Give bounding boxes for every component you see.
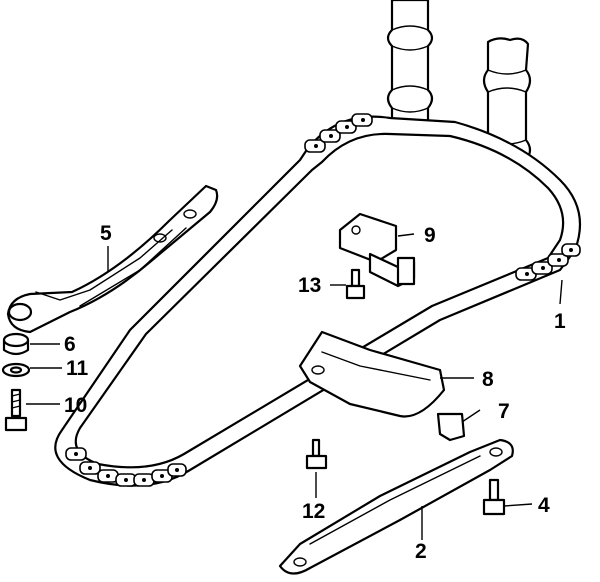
chain-links-top <box>304 113 373 153</box>
callout-11: 11 <box>66 357 89 380</box>
leader-lines <box>26 233 563 540</box>
callout-4: 4 <box>538 494 550 517</box>
callout-5: 5 <box>100 222 112 245</box>
callout-9: 9 <box>424 224 436 247</box>
timing-chain <box>54 113 582 487</box>
callout-10: 10 <box>64 394 87 417</box>
chain-guide <box>298 330 446 418</box>
lower-chain-guide <box>278 438 514 575</box>
tensioner-arm-bolt <box>4 388 28 432</box>
callout-13: 13 <box>298 274 321 297</box>
callout-6: 6 <box>64 333 76 356</box>
callout-8: 8 <box>482 368 494 391</box>
callout-12: 12 <box>302 500 325 523</box>
guide-bolt <box>305 438 328 470</box>
chain-links-bottom <box>65 447 187 487</box>
lower-guide-bolt <box>482 478 506 516</box>
bushing <box>2 332 30 356</box>
washer <box>1 362 31 378</box>
callout-7: 7 <box>498 400 510 423</box>
callout-2: 2 <box>415 540 427 563</box>
callout-labels: 1 2 4 5 6 7 8 9 10 11 12 13 <box>64 222 566 563</box>
chain-tensioner <box>338 212 416 288</box>
tensioner-arm <box>6 184 219 334</box>
callout-1: 1 <box>554 310 566 333</box>
chain-links-right <box>515 243 581 281</box>
guide-clip <box>436 412 466 442</box>
tensioner-bolt <box>345 268 366 300</box>
